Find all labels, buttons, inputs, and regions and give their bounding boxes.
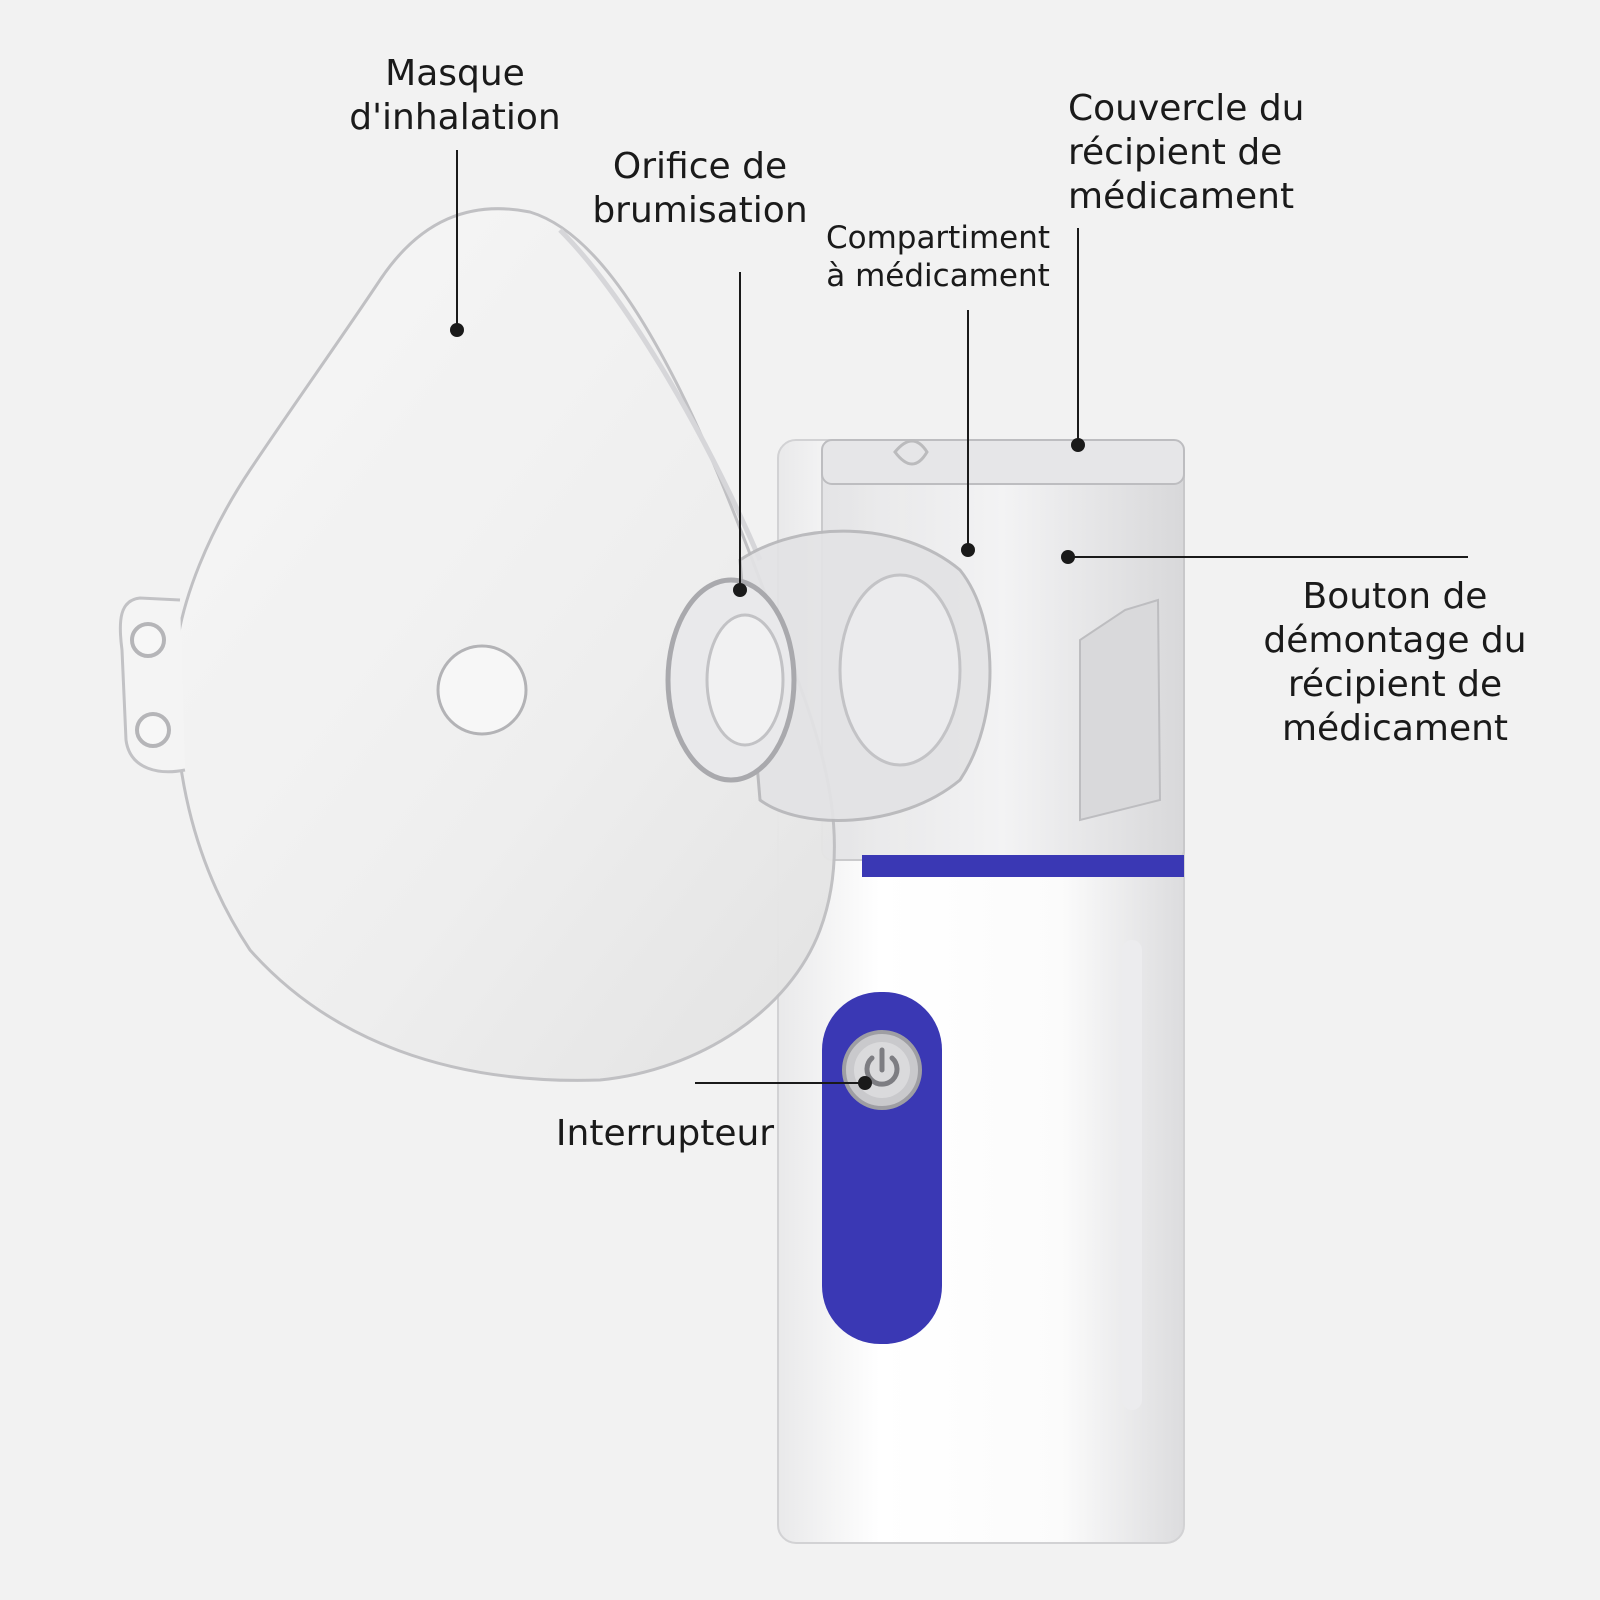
label-mist-outlet: Orifice de brumisation — [592, 146, 808, 231]
lid-shape — [821, 439, 1185, 485]
dot-compartment — [961, 543, 975, 557]
power-icon — [864, 1047, 900, 1087]
label-compartment: Compartiment à médicament — [825, 220, 1051, 294]
leader-lines — [450, 150, 1468, 1090]
mask-shape — [118, 207, 836, 1082]
dot-release-button — [1061, 550, 1075, 564]
dot-lid — [1071, 438, 1085, 452]
label-release-button: Bouton de démontage du récipient de médi… — [1263, 576, 1527, 749]
mist-outlet-shape — [665, 529, 992, 822]
accent-stripe — [862, 855, 1184, 877]
label-lid: Couvercle du récipient de médicament — [1068, 88, 1305, 217]
dot-mist-outlet — [733, 583, 747, 597]
dot-switch — [858, 1076, 872, 1090]
power-panel — [822, 992, 942, 1344]
label-mask: Masque d'inhalation — [349, 53, 561, 138]
label-switch: Interrupteur — [555, 1113, 775, 1154]
dot-mask — [450, 323, 464, 337]
